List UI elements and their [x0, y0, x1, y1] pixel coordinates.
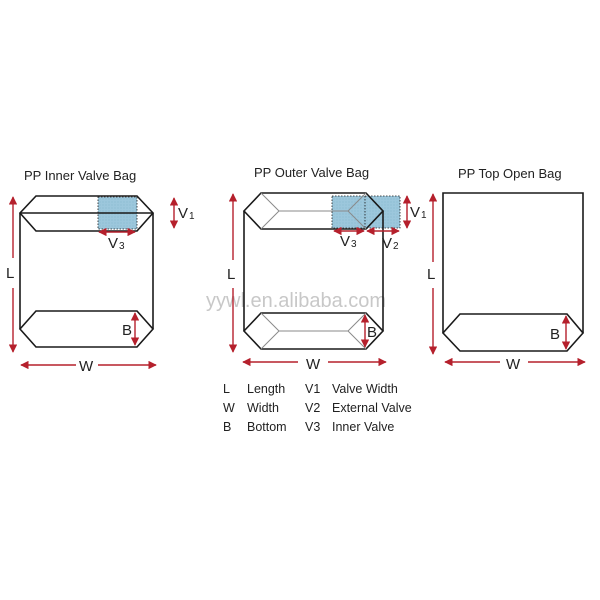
legend-code: B	[223, 420, 232, 434]
outer-valve-bag-title: PP Outer Valve Bag	[254, 165, 369, 180]
width-label: W	[79, 358, 94, 375]
legend-code: V3	[305, 420, 321, 434]
bottom-label: B	[367, 324, 377, 341]
legend-description: Inner Valve	[332, 420, 395, 434]
length-label: L	[227, 266, 235, 283]
legend-description: Length	[247, 382, 286, 396]
legend-description: Bottom	[247, 420, 287, 434]
legend-code: W	[223, 401, 235, 415]
legend-code: V2	[305, 401, 321, 415]
width-label: W	[506, 356, 521, 373]
bottom-label: B	[550, 326, 560, 343]
outer-valve-bag: PP Outer Valve Bag L W B V1	[227, 165, 427, 373]
outer-valve-area	[331, 195, 401, 229]
legend-row: L Length V1 Valve Width	[223, 380, 412, 399]
bottom-gusset-outline	[18, 310, 155, 348]
valve-width-label: V1	[178, 205, 195, 222]
inner-valve-label: V3	[108, 235, 125, 252]
legend-code: V1	[305, 382, 321, 396]
length-label: L	[6, 265, 14, 282]
width-label: W	[306, 356, 321, 373]
inner-valve-bag: PP Inner Valve Bag L W B V1 V3	[6, 168, 195, 375]
external-valve-label: V2	[382, 235, 399, 252]
legend-description: Valve Width	[332, 382, 398, 396]
legend-description: External Valve	[332, 401, 412, 415]
length-label: L	[427, 266, 435, 283]
top-open-bag: PP Top Open Bag L W B	[427, 166, 586, 373]
bottom-label: B	[122, 322, 132, 339]
legend-description: Width	[247, 401, 279, 415]
legend-code: L	[223, 382, 230, 396]
bottom-gusset-outline	[441, 313, 585, 352]
bag-body-outline	[442, 192, 584, 333]
inner-valve-label: V3	[340, 233, 357, 250]
dimension-legend: L Length V1 Valve Width W Width V2 Exter…	[223, 380, 412, 437]
valve-width-label: V1	[410, 204, 427, 221]
top-open-bag-title: PP Top Open Bag	[458, 166, 562, 181]
legend-row: W Width V2 External Valve	[223, 399, 412, 418]
legend-row: B Bottom V3 Inner Valve	[223, 418, 412, 437]
inner-valve-bag-title: PP Inner Valve Bag	[24, 168, 136, 183]
watermark-text: yywl.en.alibaba.com	[206, 290, 386, 312]
